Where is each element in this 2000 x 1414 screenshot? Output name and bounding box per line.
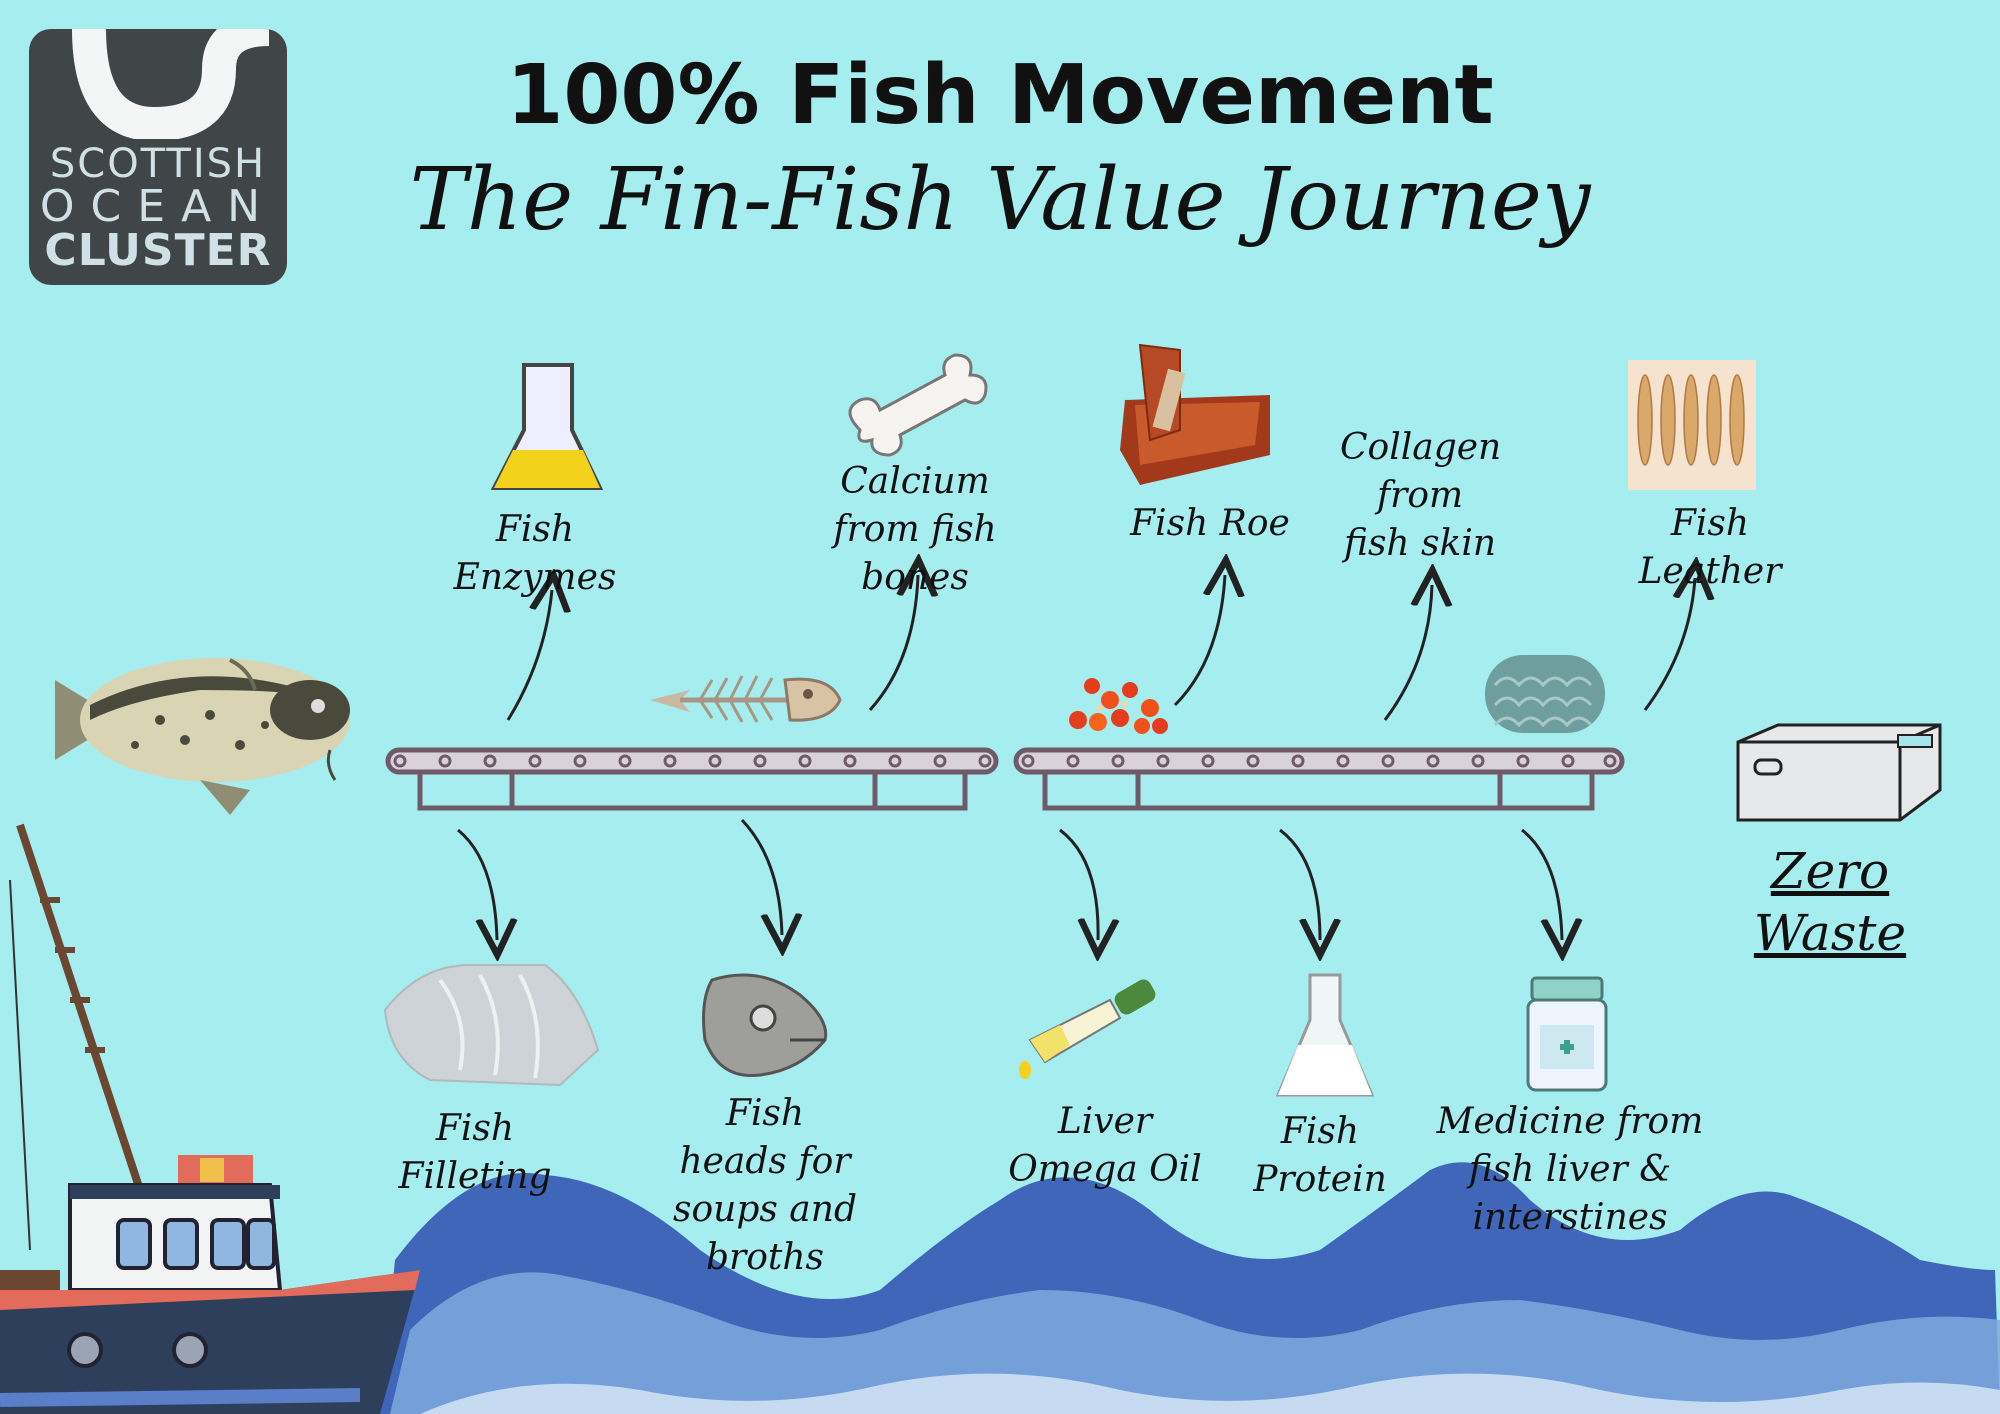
fish-fillet-icon	[383, 964, 600, 1087]
arrow-up-enzymes	[506, 590, 552, 721]
protein-flask-icon	[1275, 973, 1375, 1097]
output-fish-protein: Fish Protein	[1253, 1111, 1387, 1200]
arrow-up-collagen	[1383, 585, 1432, 721]
conveyor-belt-2	[1013, 747, 1625, 811]
arrow-down-heads	[740, 818, 782, 935]
sea-waves	[380, 1162, 2000, 1414]
arrow-up-roe	[1173, 575, 1225, 707]
bone-icon	[848, 353, 988, 457]
arrow-up-leather	[1643, 578, 1695, 711]
arrow-down-protein	[1279, 828, 1320, 940]
output-calcium-from-fish-bones: Calcium from fish bones	[833, 461, 997, 598]
page-subtitle: The Fin-Fish Value Journey	[409, 150, 1591, 250]
zero-waste-label: Zero Waste	[1753, 842, 1907, 962]
roe-tin-can-icon	[1120, 343, 1270, 485]
logo-line-1: SCOTTISH	[49, 141, 267, 187]
logo-line-2: OCEAN	[39, 181, 277, 232]
output-fish-enzymes: Fish Enzymes	[453, 509, 617, 598]
arrow-up-calcium	[868, 575, 918, 712]
output-fish-roe: Fish Roe	[1130, 503, 1290, 544]
fish-leather-icon	[1628, 360, 1756, 490]
output-fish-filleting: Fish Filleting	[398, 1108, 552, 1197]
oil-dropper-icon	[1019, 979, 1156, 1079]
fish-roe-eggs-icon	[1069, 678, 1168, 734]
output-liver-omega-oil: Liver Omega Oil	[1008, 1101, 1202, 1190]
whole-cod-fish-icon	[55, 658, 350, 815]
logo-s-mark-icon	[72, 29, 270, 139]
zero-waste-crate-icon	[1736, 723, 1942, 822]
medicine-bottle-icon	[1526, 976, 1608, 1092]
fish-skeleton-icon	[650, 675, 842, 723]
conveyor-belt-1	[385, 747, 999, 811]
output-medicine-from-fish-liver: Medicine from fish liver & interstines	[1436, 1101, 1704, 1238]
down-arrows	[457, 818, 1562, 940]
up-arrows	[506, 575, 1695, 721]
arrow-down-oil	[1059, 828, 1098, 940]
enzyme-flask-icon	[490, 363, 604, 490]
output-fish-heads: Fish heads for soups and broths	[673, 1093, 857, 1278]
logo-line-3: CLUSTER	[44, 225, 272, 276]
fish-scales-skin-icon	[1485, 655, 1605, 733]
scottish-ocean-cluster-logo: SCOTTISH OCEAN CLUSTER	[29, 29, 287, 285]
output-collagen-from-fish-skin: Collagen from fish skin	[1340, 427, 1502, 564]
arrow-down-medicine	[1521, 828, 1562, 940]
page-title: 100% Fish Movement	[506, 48, 1494, 143]
arrow-down-filleting	[457, 828, 497, 940]
output-fish-leather: Fish Leather	[1638, 503, 1782, 592]
fishing-boat-icon	[0, 823, 420, 1414]
fish-head-icon	[702, 973, 828, 1078]
